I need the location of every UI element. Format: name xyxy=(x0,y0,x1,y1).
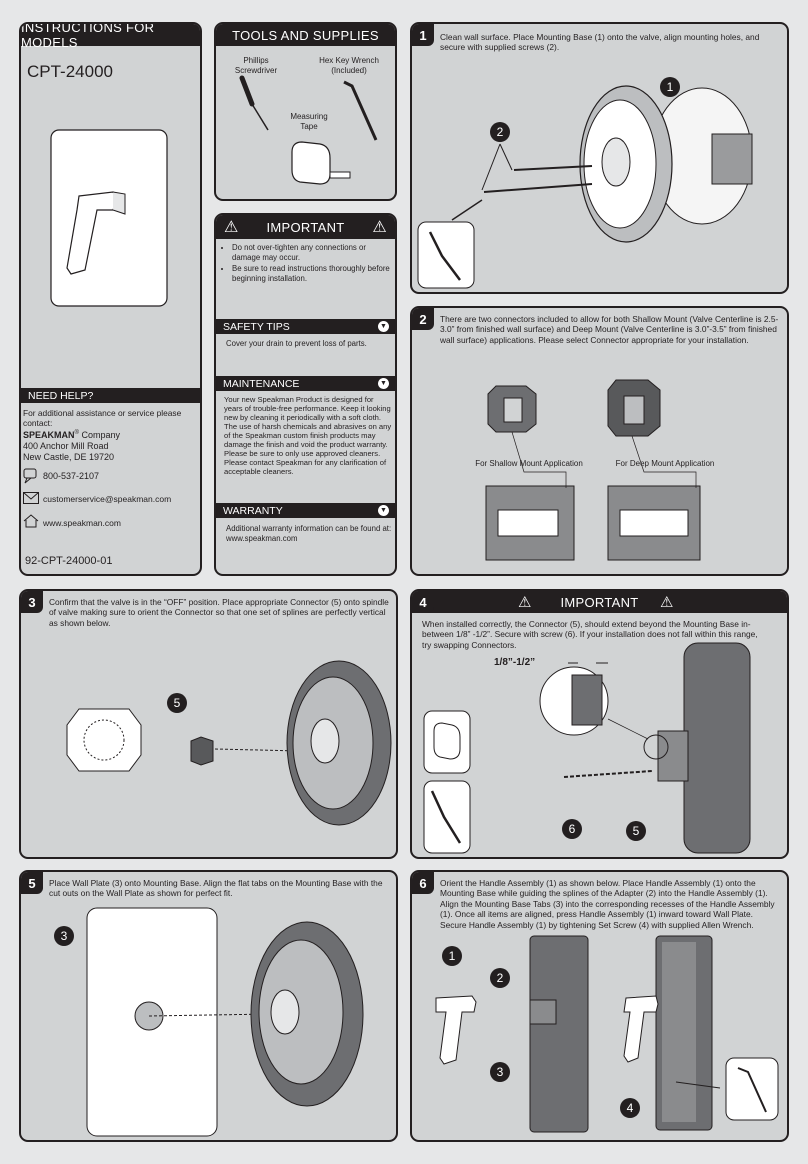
warning-icon: ⚠ xyxy=(224,219,239,236)
warning-icon-right: ⚠ xyxy=(660,594,674,611)
shallow-mount-label: For Shallow Mount Application xyxy=(475,459,583,468)
models-header: INSTRUCTIONS FOR MODELS xyxy=(21,24,200,50)
step-5-text: Place Wall Plate (3) onto Mounting Base.… xyxy=(49,878,383,899)
step-4-illustration xyxy=(423,642,751,854)
step-4-panel: ⚠ IMPORTANT ⚠ 4 When installed correctly… xyxy=(410,589,789,859)
step-6-number: 6 xyxy=(412,872,434,894)
need-help-title: NEED HELP? xyxy=(28,389,94,402)
hexkey-label: Hex Key Wrench (Included) xyxy=(319,56,379,75)
help-intro: For additional assistance or service ple… xyxy=(23,408,182,429)
step-5-number: 5 xyxy=(21,872,43,894)
step-4-text: When installed correctly, the Connector … xyxy=(422,619,758,650)
brand-name: SPEAKMAN xyxy=(23,430,75,440)
deep-mount-label: For Deep Mount Application xyxy=(615,459,715,468)
step-2-text: There are two connectors included to all… xyxy=(440,314,779,345)
callout-3: 3 xyxy=(490,1062,510,1082)
website-link[interactable]: www.speakman.com xyxy=(43,518,121,528)
important-panel: ⚠ IMPORTANT ⚠ Do not over-tighten any co… xyxy=(214,213,397,576)
dimension-label: 1/8”-1/2” xyxy=(494,657,536,668)
brand-mark: ® xyxy=(74,430,79,436)
step-1-number: 1 xyxy=(412,24,434,46)
step-1-illustration xyxy=(417,85,753,289)
warranty-bar: WARRANTY ▼ xyxy=(216,503,395,518)
arrow-down-icon: ▼ xyxy=(378,321,389,332)
callout-1: 1 xyxy=(660,77,680,97)
callout-2: 2 xyxy=(490,122,510,142)
step-5-illustration xyxy=(86,907,364,1137)
safety-bar: SAFETY TIPS ▼ xyxy=(216,319,395,334)
important-bullets: Do not over-tighten any connections or d… xyxy=(222,243,392,285)
tools-panel: TOOLS AND SUPPLIES Phillips Screwdriver … xyxy=(214,22,397,201)
step-2-number: 2 xyxy=(412,308,434,330)
address-line-2: New Castle, DE 19720 xyxy=(23,452,115,462)
warning-icon: ⚠ xyxy=(518,594,532,611)
callout-4: 4 xyxy=(620,1098,640,1118)
callout-5: 5 xyxy=(626,821,646,841)
bullet-2: Be sure to read instructions thoroughly … xyxy=(232,264,392,283)
hex-key-icon xyxy=(343,80,378,141)
callout-5: 5 xyxy=(167,693,187,713)
step-3-number: 3 xyxy=(21,591,43,613)
screwdriver-icon xyxy=(239,75,269,131)
step-2-panel: 2 There are two connectors included to a… xyxy=(410,306,789,576)
callout-2: 2 xyxy=(490,968,510,988)
models-panel: INSTRUCTIONS FOR MODELS CPT-24000 NEED H… xyxy=(19,22,202,576)
step-3-illustration xyxy=(66,660,392,826)
step-3-text: Confirm that the valve is in the “OFF” p… xyxy=(49,597,389,628)
step-1-text: Clean wall surface. Place Mounting Base … xyxy=(440,32,760,53)
callout-3: 3 xyxy=(54,926,74,946)
arrow-down-icon: ▼ xyxy=(378,378,389,389)
company-suffix: Company xyxy=(78,430,120,440)
model-number: CPT-24000 xyxy=(27,62,113,81)
callout-1: 1 xyxy=(442,946,462,966)
bullet-1: Do not over-tighten any connections or d… xyxy=(232,243,392,262)
phone-number[interactable]: 800-537-2107 xyxy=(43,471,100,481)
step-4-title: IMPORTANT xyxy=(560,594,639,610)
step-2-illustration xyxy=(485,379,701,561)
tools-header: TOOLS AND SUPPLIES xyxy=(216,24,395,46)
safety-text: Cover your drain to prevent loss of part… xyxy=(226,339,367,348)
tape-label: Measuring Tape xyxy=(290,112,328,131)
step-1-panel: 1 Clean wall surface. Place Mounting Bas… xyxy=(410,22,789,294)
maintenance-bar: MAINTENANCE ▼ xyxy=(216,376,395,391)
step-5-panel: 5 Place Wall Plate (3) onto Mounting Bas… xyxy=(19,870,398,1142)
maintenance-text: Your new Speakman Product is designed fo… xyxy=(224,395,392,476)
warranty-title: WARRANTY xyxy=(223,504,283,517)
product-illustration xyxy=(50,129,168,307)
callout-6: 6 xyxy=(562,819,582,839)
step-6-panel: 6 Orient the Handle Assembly (1) as show… xyxy=(410,870,789,1142)
step-6-illustration xyxy=(435,935,779,1133)
step-3-panel: 3 Confirm that the valve is in the “OFF”… xyxy=(19,589,398,859)
measuring-tape-icon xyxy=(291,141,351,185)
safety-title: SAFETY TIPS xyxy=(223,320,290,333)
maintenance-title: MAINTENANCE xyxy=(223,377,300,390)
email-link[interactable]: customerservice@speakman.com xyxy=(43,494,172,504)
step-4-header: ⚠ IMPORTANT ⚠ xyxy=(412,591,787,613)
important-header: ⚠ IMPORTANT ⚠ xyxy=(216,215,395,239)
company-address: SPEAKMAN® Company 400 Anchor Mill Road N… xyxy=(23,428,120,463)
arrow-down-icon: ▼ xyxy=(378,505,389,516)
phone-icon xyxy=(23,468,37,484)
warning-icon-right: ⚠ xyxy=(372,219,387,236)
step-6-text: Orient the Handle Assembly (1) as shown … xyxy=(440,878,775,930)
phillips-label: Phillips Screwdriver xyxy=(234,56,278,75)
need-help-bar: NEED HELP? xyxy=(21,388,200,403)
warranty-text: Additional warranty information can be f… xyxy=(226,524,392,544)
address-line-1: 400 Anchor Mill Road xyxy=(23,441,109,451)
home-icon xyxy=(23,514,39,528)
doc-number: 92-CPT-24000-01 xyxy=(25,555,113,567)
email-icon xyxy=(23,492,39,504)
step-4-number: 4 xyxy=(412,591,434,613)
important-title: IMPORTANT xyxy=(266,219,345,235)
